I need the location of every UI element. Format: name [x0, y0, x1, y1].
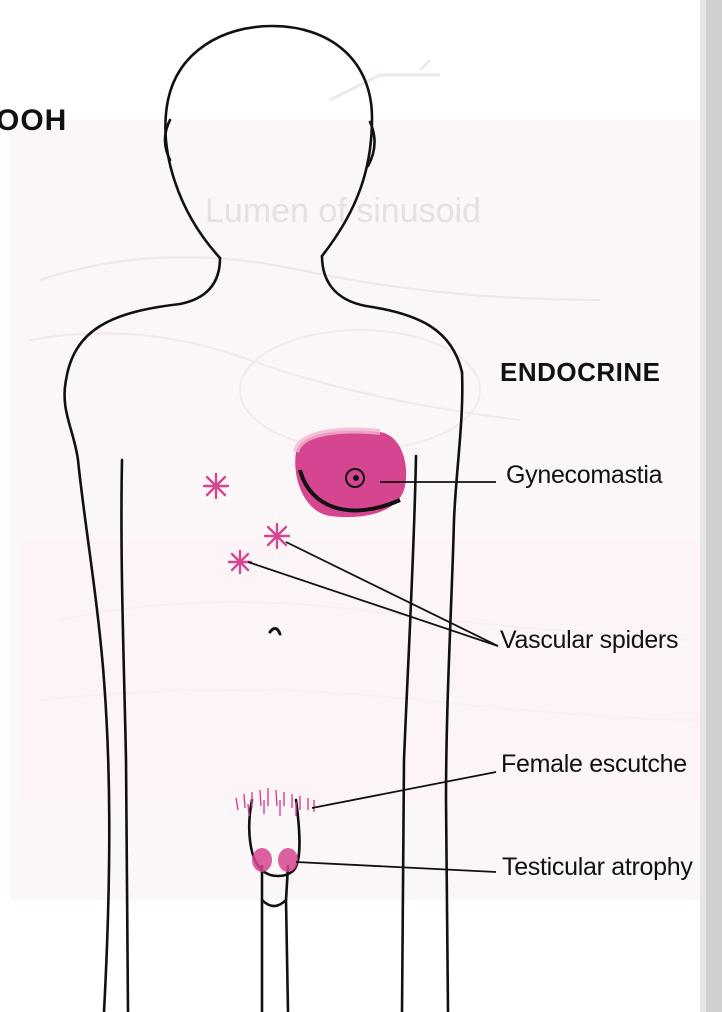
gynecomastia-breast	[295, 431, 406, 518]
testis-right	[278, 848, 298, 872]
corner-title: OOH	[0, 104, 67, 138]
testis-left	[252, 848, 272, 872]
label-vascular-spiders: Vascular spiders	[500, 626, 678, 655]
spider-star-1	[204, 474, 228, 498]
section-heading-endocrine: ENDOCRINE	[500, 357, 661, 388]
page-edge	[706, 0, 722, 1012]
right-thigh-inner	[286, 900, 288, 1012]
label-female-escutcheon: Female escutche	[501, 750, 687, 779]
spider-star-2	[265, 524, 289, 548]
label-testicular-atrophy: Testicular atrophy	[502, 853, 693, 882]
label-gynecomastia: Gynecomastia	[506, 461, 662, 490]
spider-star-3	[229, 551, 251, 573]
